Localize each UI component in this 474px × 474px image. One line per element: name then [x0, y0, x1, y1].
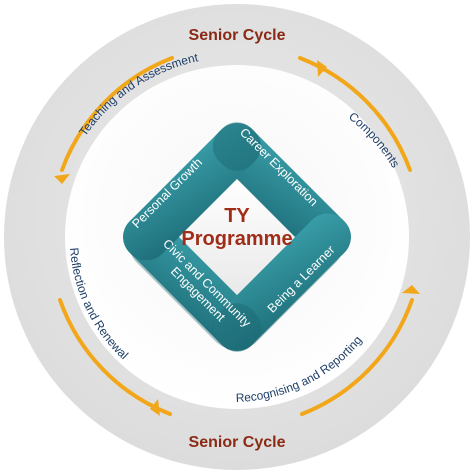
center-title-line1: TY — [224, 205, 250, 227]
cycle-arrows — [54, 60, 420, 416]
arrow-left-icon — [54, 174, 70, 184]
center-title-line2: Programme — [181, 228, 292, 250]
arrow-bottom-left-icon — [150, 399, 160, 416]
arrow-top-right-icon — [317, 60, 327, 77]
bands-group — [123, 122, 351, 352]
center-panel — [179, 179, 295, 295]
arrow-right-icon — [402, 285, 420, 294]
senior-cycle-bottom-label: Senior Cycle — [189, 434, 286, 451]
senior-cycle-top-label: Senior Cycle — [189, 27, 286, 44]
